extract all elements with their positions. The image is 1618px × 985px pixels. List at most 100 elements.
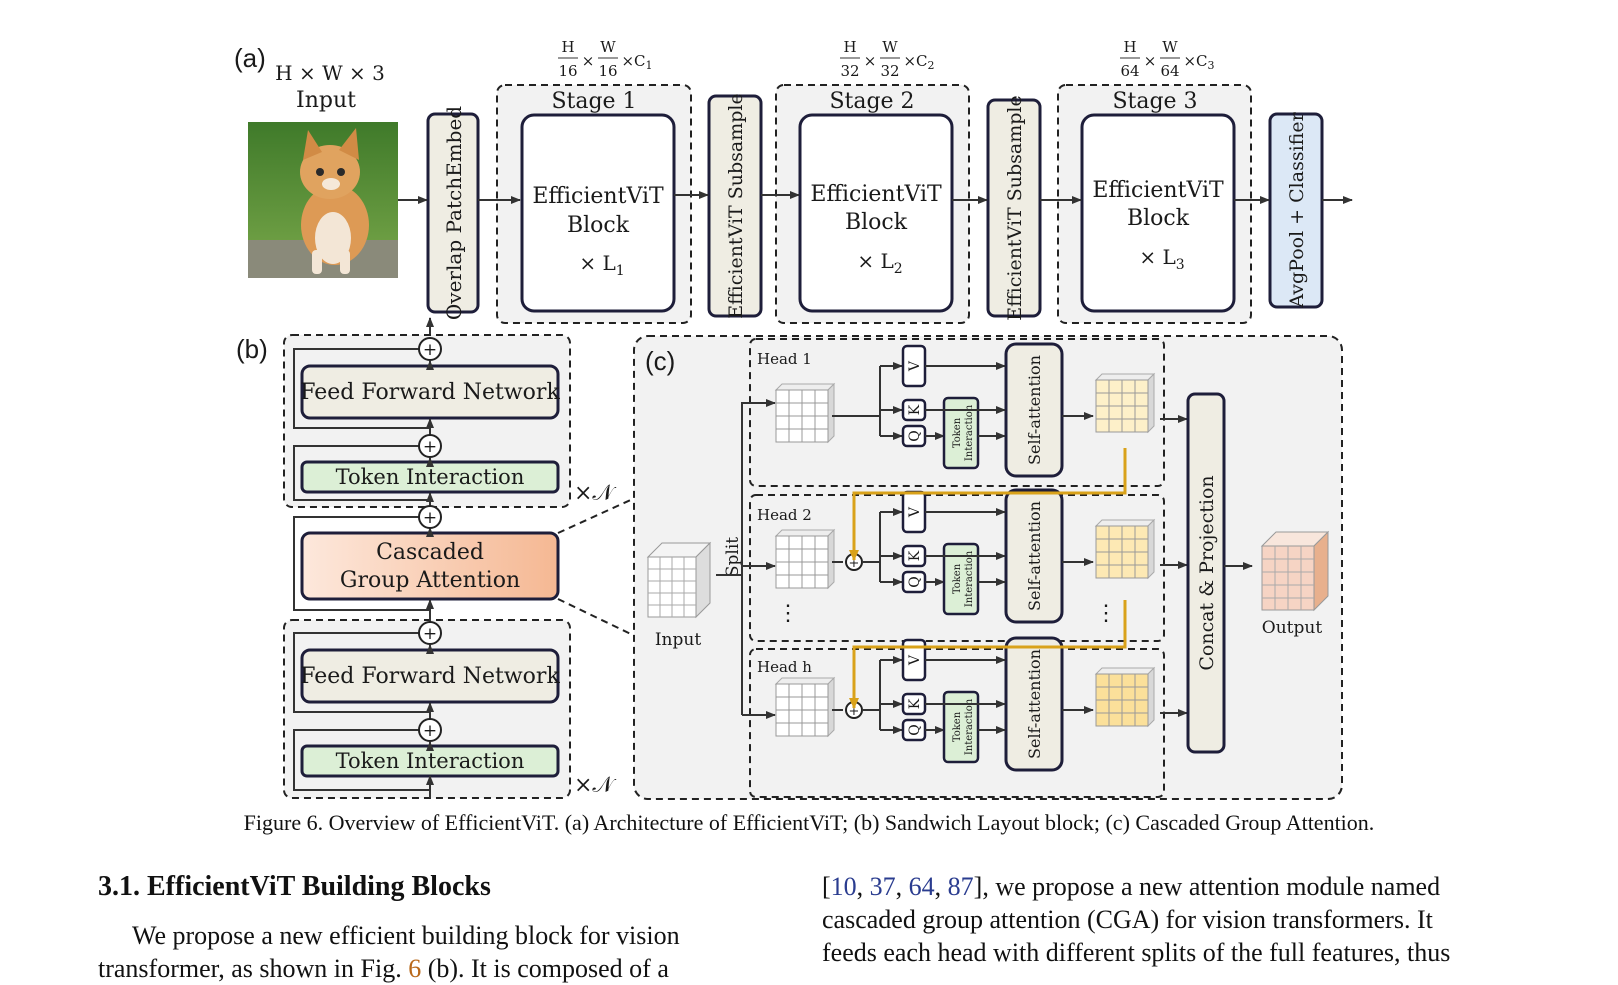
stage-3-label: Stage 3 [1112, 89, 1197, 114]
subsample-2-label: EfficientViT Subsample [1004, 95, 1026, 320]
subsample-2-box [986, 98, 1042, 318]
svg-text:Token: Token [952, 563, 963, 594]
svg-text:+: + [849, 704, 860, 719]
cga-output-label: Output [1262, 618, 1323, 638]
svg-text:×: × [1144, 52, 1157, 70]
head-output-grid [1094, 372, 1156, 434]
token-interaction-small [942, 542, 980, 616]
split-label: Split [723, 537, 743, 577]
svg-text:H: H [561, 38, 574, 56]
dots-right: ⋮ [1095, 601, 1117, 626]
svg-text:H: H [1123, 38, 1136, 56]
section-right-column: [10, 37, 64, 87], we propose a new atten… [822, 870, 1486, 969]
head-output-grid [1094, 518, 1156, 580]
citation-link-10[interactable]: 10 [830, 872, 857, 901]
citation-link-37[interactable]: 37 [869, 872, 896, 901]
svg-text:Interaction: Interaction [964, 698, 975, 755]
svg-text:Interaction: Interaction [964, 404, 975, 461]
head-input-grid [774, 382, 836, 444]
cascade-arrows [849, 448, 1127, 709]
svg-text:V: V [907, 360, 923, 372]
head-input-grid [774, 676, 836, 738]
svg-text:W: W [600, 38, 616, 56]
plus-nodes-b: + + + + + [418, 337, 442, 742]
patch-embed-box [426, 112, 480, 314]
stage-2-repeat: × L2 [857, 249, 902, 277]
zoom-line-top [557, 497, 636, 534]
section-title: 3.1. EfficientViT Building Blocks [98, 871, 491, 902]
dots-left: ⋮ [777, 601, 799, 626]
head-2-label: Head 2 [757, 506, 812, 524]
cga-label-line2: Group Attention [340, 568, 520, 593]
panel-a-label: (a) [234, 43, 266, 73]
repeat-n-bottom: ×𝒩 [574, 773, 616, 798]
stage-2-block-line1: EfficientViT [810, 182, 942, 207]
svg-text:Token: Token [952, 711, 963, 742]
cga-input-label: Input [655, 630, 701, 650]
svg-text:+: + [423, 508, 437, 528]
stage-1-block-line2: Block [567, 213, 630, 238]
stage-3-block [1080, 113, 1236, 313]
stage-2-block [798, 113, 954, 313]
section-left-column: 3.1. EfficientViT Building Blocks We pro… [98, 870, 758, 985]
svg-text:×C2: ×C2 [903, 52, 934, 72]
classifier-box [1268, 112, 1324, 309]
stage-3-repeat: × L3 [1139, 245, 1184, 273]
svg-text:×: × [582, 52, 595, 70]
svg-text:32: 32 [880, 62, 899, 80]
svg-text:×C3: ×C3 [1183, 52, 1214, 72]
stage-1-block [520, 113, 676, 313]
svg-text:W: W [882, 38, 898, 56]
head-input-grid [774, 528, 836, 590]
svg-text:Self-attention: Self-attention [1025, 355, 1044, 465]
citation-link-87[interactable]: 87 [947, 872, 974, 901]
svg-text:Q: Q [907, 576, 923, 587]
citation-link-64[interactable]: 64 [908, 872, 935, 901]
left-line-2b: (b). It is composed of a [427, 954, 669, 983]
panel-a-arrows [398, 191, 1353, 334]
kitten-image [248, 122, 398, 278]
head-output-grid [1094, 666, 1156, 728]
svg-text:+: + [423, 721, 437, 741]
svg-text:32: 32 [840, 62, 859, 80]
stage-1-label: Stage 1 [551, 89, 636, 114]
head-boxes [749, 338, 1165, 798]
subsample-1-label: EfficientViT Subsample [725, 93, 747, 318]
figure-6-diagram: (a) H × W × 3 Input Overlap PatchEmbed S… [234, 38, 1353, 800]
stage-2-dims: H 32 × W 32 ×C2 [840, 38, 935, 80]
right-line-2: cascaded group attention (CGA) for visio… [822, 905, 1433, 934]
svg-text:Q: Q [907, 430, 923, 441]
ffn-label-top: Feed Forward Network [300, 380, 560, 405]
subsample-1-box [707, 94, 763, 318]
svg-text:+: + [423, 437, 437, 457]
token-interaction-label-top: Token Interaction [336, 465, 525, 489]
ffn-label-bottom: Feed Forward Network [300, 664, 560, 689]
figure-caption: Figure 6. Overview of EfficientViT. (a) … [243, 810, 1375, 835]
svg-text:Q: Q [907, 724, 923, 735]
svg-text:W: W [1162, 38, 1178, 56]
head-h-label: Head h [757, 658, 812, 676]
svg-text:K: K [907, 698, 923, 709]
input-label: Input [296, 88, 356, 113]
token-interaction-small [942, 690, 980, 764]
svg-text:64: 64 [1160, 62, 1179, 80]
stage-1-dims: H 16 × W 16 ×C1 [558, 38, 653, 80]
figure-ref-link[interactable]: 6 [408, 954, 422, 983]
stage-1-block-line1: EfficientViT [532, 184, 664, 209]
svg-text:16: 16 [558, 62, 577, 80]
stage-2-label: Stage 2 [829, 89, 914, 114]
stage-2-block-line2: Block [845, 210, 908, 235]
svg-text:64: 64 [1120, 62, 1139, 80]
split-lines [716, 399, 776, 719]
stage-3-block-line2: Block [1127, 206, 1190, 231]
self-attention-box [1004, 488, 1064, 624]
left-paragraph: We propose a new efficient building bloc… [98, 919, 758, 985]
svg-text:V: V [907, 654, 923, 666]
cga-label-line1: Cascaded [376, 540, 484, 565]
svg-text:Self-attention: Self-attention [1025, 501, 1044, 611]
repeat-n-top: ×𝒩 [574, 481, 616, 506]
left-line-1: We propose a new efficient building bloc… [132, 921, 680, 950]
